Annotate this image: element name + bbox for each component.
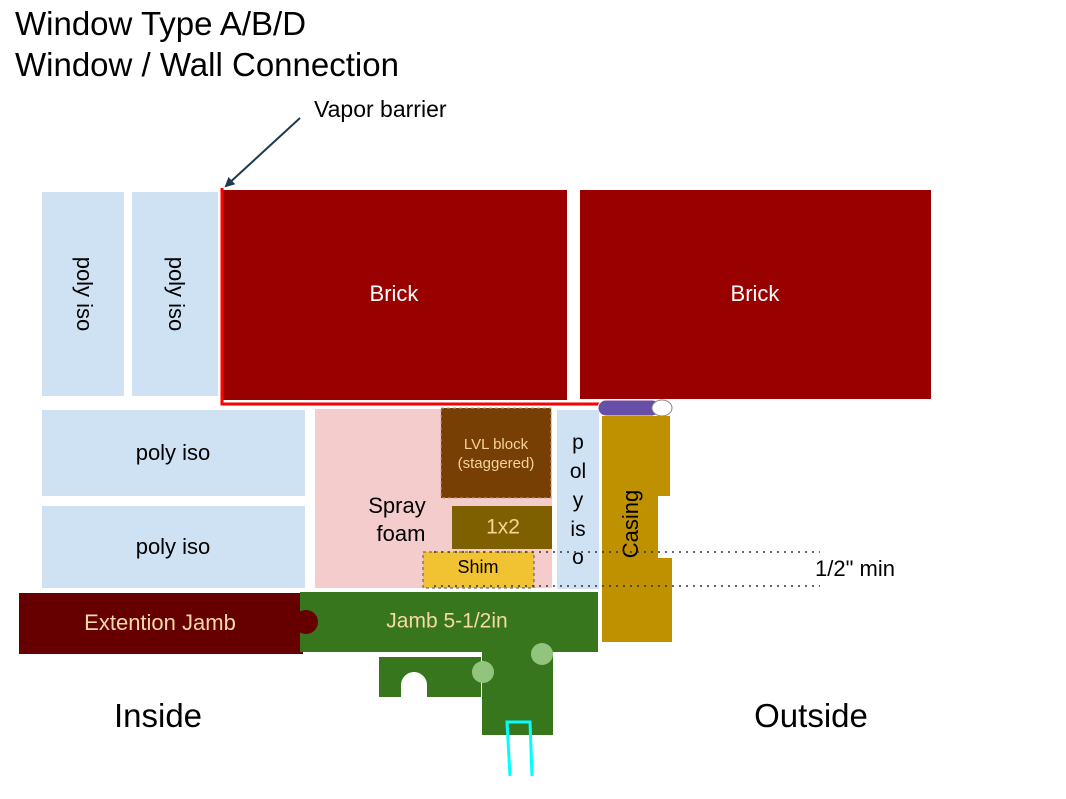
casing-label: Casing bbox=[618, 490, 643, 558]
brick-outer bbox=[580, 190, 931, 399]
poly-iso-narrow-letter-4: is bbox=[570, 518, 585, 541]
vapor-barrier-arrow bbox=[224, 117, 301, 188]
window-glass-edge bbox=[505, 720, 534, 777]
poly-iso-narrow-letter-1: p bbox=[572, 431, 584, 454]
spray-foam-label-line2: foam bbox=[377, 521, 426, 546]
poly-iso-panel-1-label: poly iso bbox=[72, 257, 97, 332]
lvl-block bbox=[440, 407, 552, 499]
jamb-tongue bbox=[294, 610, 318, 634]
poly-iso-panel-4 bbox=[42, 506, 305, 588]
jamb-label: Jamb 5-1/2in bbox=[386, 610, 507, 633]
sealant-bead bbox=[651, 399, 673, 417]
brick-inner bbox=[222, 190, 567, 400]
poly-iso-panel-3 bbox=[42, 410, 305, 496]
backer-rod bbox=[597, 399, 661, 417]
jamb bbox=[300, 592, 598, 652]
poly-iso-panel-2 bbox=[132, 192, 218, 396]
lvl-block-label-line1: LVL block bbox=[464, 436, 529, 453]
poly-iso-narrow-letter-2: ol bbox=[570, 460, 586, 483]
vapor-barrier-label: Vapor barrier bbox=[314, 96, 447, 122]
poly-iso-panel-1 bbox=[42, 192, 124, 396]
poly-iso-narrow-letter-3: y bbox=[573, 489, 584, 512]
brick-outer-label: Brick bbox=[731, 281, 781, 306]
one-by-two-strip bbox=[452, 506, 552, 549]
diagram-title-line2: Window / Wall Connection bbox=[15, 46, 399, 83]
poly-iso-panel-2-label: poly iso bbox=[164, 257, 189, 332]
extension-jamb-label: Extention Jamb bbox=[84, 610, 236, 635]
casing bbox=[602, 416, 672, 642]
shim bbox=[422, 551, 535, 589]
poly-iso-narrow-letter-5: o bbox=[572, 546, 584, 569]
frame-weatherstrip-2 bbox=[531, 643, 553, 665]
brick-inner-label: Brick bbox=[370, 281, 420, 306]
lvl-block-label-line2: (staggered) bbox=[458, 455, 535, 472]
frame-weatherstrip-1 bbox=[472, 661, 494, 683]
poly-iso-panel-4-label: poly iso bbox=[136, 534, 211, 559]
vapor-barrier-line bbox=[220, 188, 612, 406]
poly-iso-panel-3-label: poly iso bbox=[136, 440, 211, 465]
spray-foam-label-line1: Spray bbox=[368, 493, 425, 518]
outside-label: Outside bbox=[754, 697, 868, 734]
min-gap-label: 1/2" min bbox=[815, 556, 895, 581]
inside-label: Inside bbox=[114, 697, 202, 734]
diagram-title-line1: Window Type A/B/D bbox=[15, 5, 307, 42]
shim-label: Shim bbox=[457, 557, 498, 577]
extension-jamb bbox=[19, 593, 303, 654]
one-by-two-label: 1x2 bbox=[486, 516, 520, 539]
window-frame-interior-profile bbox=[379, 657, 481, 697]
poly-iso-narrow bbox=[557, 410, 599, 589]
